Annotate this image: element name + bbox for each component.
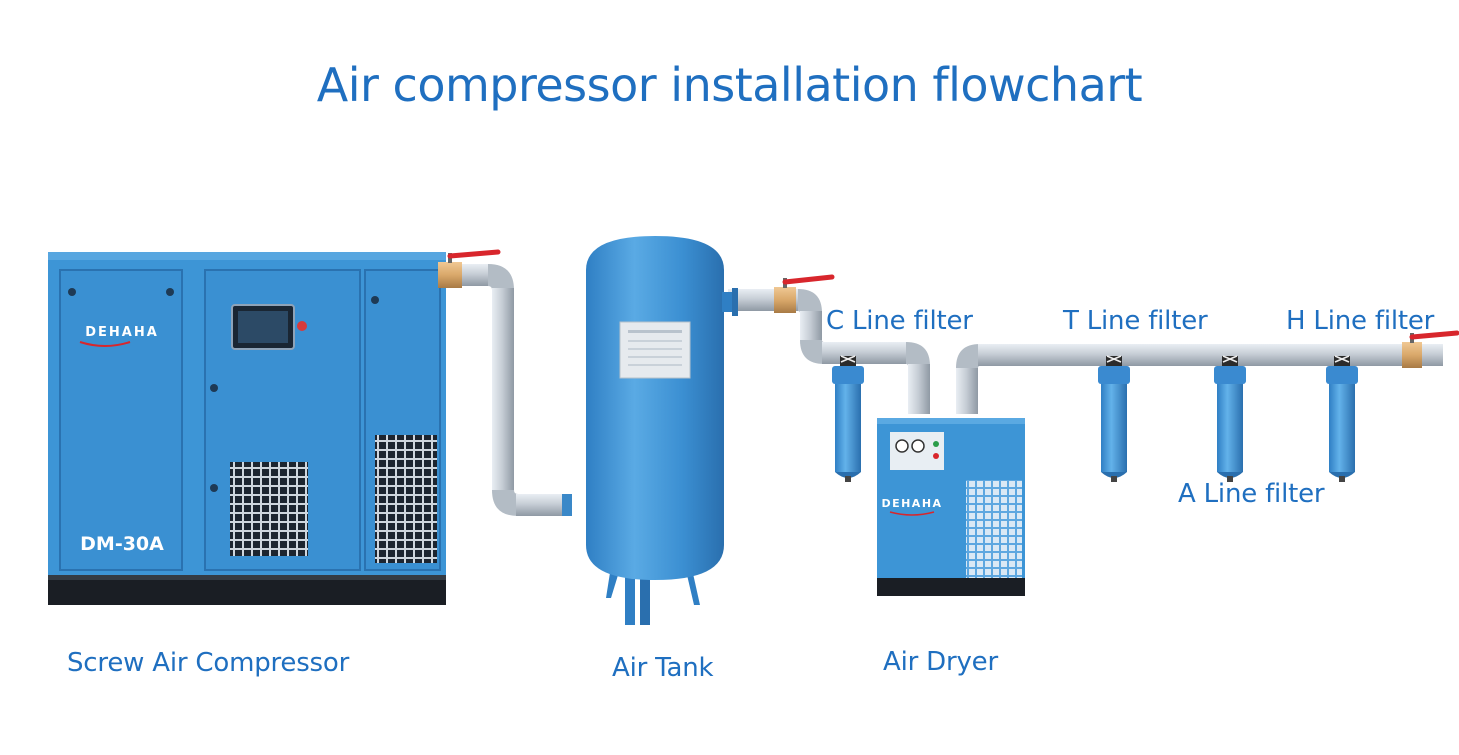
label-air-dryer: Air Dryer bbox=[883, 647, 998, 677]
compressor-outlet-valve bbox=[438, 249, 501, 288]
label-h-line-filter: H Line filter bbox=[1286, 306, 1435, 336]
label-c-line-filter: C Line filter bbox=[826, 306, 973, 336]
outlet-valve bbox=[1402, 330, 1459, 368]
label-screw-air-compressor: Screw Air Compressor bbox=[67, 648, 350, 678]
label-t-line-filter: T Line filter bbox=[1063, 306, 1208, 336]
tank-outlet-valve bbox=[774, 274, 835, 313]
page-title: Air compressor installation flowchart bbox=[316, 58, 1143, 112]
dryer-brand-logo: DEHAHA bbox=[881, 497, 942, 510]
label-air-tank: Air Tank bbox=[612, 653, 714, 683]
pipe-dryer-to-filters bbox=[956, 344, 1443, 414]
h-line-filter bbox=[1325, 355, 1359, 483]
t-line-filter bbox=[1097, 355, 1131, 483]
compressor-vent-grille bbox=[230, 462, 308, 556]
screw-air-compressor: DEHAHA DM-30A bbox=[48, 252, 446, 605]
compressor-model-label: DM-30A bbox=[80, 533, 164, 555]
a-line-filter bbox=[1213, 355, 1247, 483]
air-tank bbox=[586, 236, 738, 625]
air-dryer: DEHAHA bbox=[877, 418, 1025, 596]
compressor-brand-logo: DEHAHA bbox=[85, 325, 159, 340]
label-a-line-filter: A Line filter bbox=[1178, 479, 1325, 509]
c-line-filter bbox=[831, 355, 865, 483]
dryer-vent-grille bbox=[966, 480, 1022, 578]
